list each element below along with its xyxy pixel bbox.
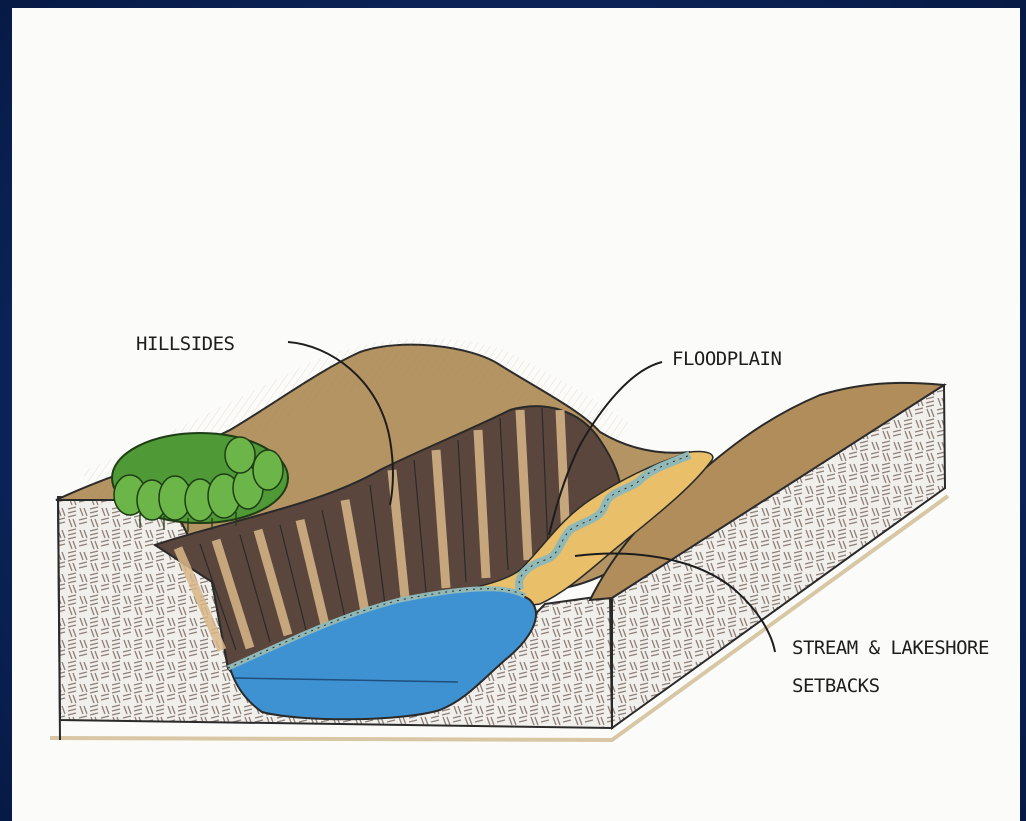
floodplain-label: FLOODPLAIN bbox=[672, 348, 781, 370]
setbacks-label-line1: STREAM & LAKESHORE bbox=[792, 637, 989, 659]
setbacks-label-line2: SETBACKS bbox=[792, 675, 880, 697]
hillsides-label: HILLSIDES bbox=[136, 333, 235, 355]
